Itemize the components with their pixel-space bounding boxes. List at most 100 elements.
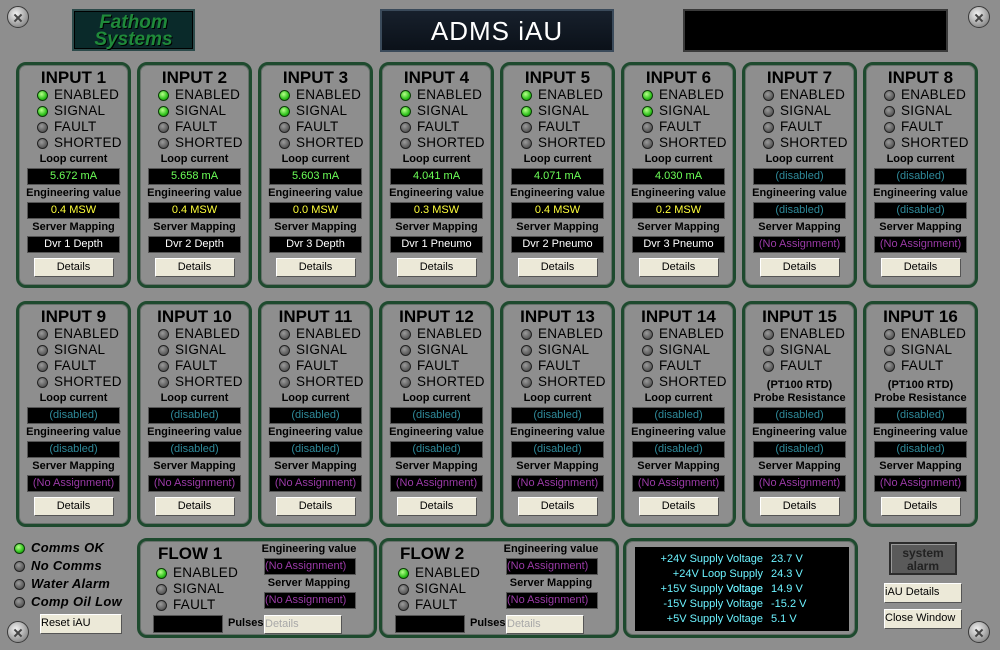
- server-mapping-label: Server Mapping: [153, 460, 236, 472]
- details-button[interactable]: Details: [638, 497, 719, 516]
- measure-value: 5.672 mA: [27, 168, 120, 185]
- details-button[interactable]: Details: [154, 258, 235, 277]
- led-on-icon: [279, 89, 290, 101]
- details-button[interactable]: Details: [275, 497, 356, 516]
- signal-indicator: SIGNAL: [503, 342, 612, 358]
- server-mapping-label: Server Mapping: [395, 460, 478, 472]
- fault-indicator: FAULT: [140, 597, 238, 613]
- fault-indicator: FAULT: [624, 119, 733, 135]
- server-mapping-label: Server Mapping: [32, 460, 115, 472]
- engineering-value-label: Engineering value: [26, 187, 121, 199]
- details-button[interactable]: Details: [33, 497, 114, 516]
- details-button[interactable]: Details: [517, 497, 598, 516]
- measure-label: Loop current: [644, 153, 713, 165]
- led-off-icon: [400, 376, 411, 388]
- voltage-label: +24V Loop Supply Voltage: [672, 568, 763, 595]
- close-window-button[interactable]: Close Window: [884, 609, 962, 629]
- details-button[interactable]: Details: [638, 258, 719, 277]
- server-mapping-label: Server Mapping: [758, 460, 841, 472]
- details-button[interactable]: Details: [33, 258, 114, 277]
- measure-label: Loop current: [765, 153, 834, 165]
- measure-value: (disabled): [632, 407, 725, 424]
- measure-value: (disabled): [148, 407, 241, 424]
- enabled-indicator: ENABLED: [140, 565, 238, 581]
- server-mapping-label: Server Mapping: [879, 460, 962, 472]
- water-alarm-indicator: Water Alarm: [14, 575, 134, 593]
- flow-title: FLOW 1: [158, 544, 223, 563]
- led-off-icon: [37, 137, 48, 149]
- input-title: INPUT 8: [887, 68, 954, 87]
- voltage-value: 23.7 V: [771, 553, 803, 565]
- led-on-icon: [37, 105, 48, 117]
- details-button[interactable]: Details: [517, 258, 598, 277]
- details-button[interactable]: Details: [759, 258, 840, 277]
- engineering-value-label: Engineering value: [752, 187, 847, 199]
- measure-label: Loop current: [281, 392, 350, 404]
- measure-label: Loop current: [644, 392, 713, 404]
- server-mapping-label: Server Mapping: [395, 221, 478, 233]
- led-off-icon: [400, 328, 411, 340]
- signal-indicator: SIGNAL: [382, 103, 491, 119]
- system-alarm-indicator: system alarm: [889, 542, 957, 575]
- details-button[interactable]: Details: [396, 497, 477, 516]
- led-off-icon: [400, 137, 411, 149]
- enabled-indicator: ENABLED: [382, 565, 480, 581]
- details-button[interactable]: Details: [264, 615, 342, 634]
- input-title: INPUT 16: [883, 307, 958, 326]
- input-title: INPUT 2: [161, 68, 228, 87]
- enabled-indicator: ENABLED: [745, 326, 854, 342]
- signal-indicator: SIGNAL: [745, 103, 854, 119]
- led-off-icon: [37, 344, 48, 356]
- signal-indicator: SIGNAL: [382, 581, 480, 597]
- engineering-value: (disabled): [390, 441, 483, 458]
- status-display: [683, 9, 948, 52]
- signal-indicator: SIGNAL: [261, 103, 370, 119]
- iau-details-button[interactable]: iAU Details: [884, 583, 962, 603]
- details-button[interactable]: Details: [880, 497, 961, 516]
- engineering-value: 0.4 MSW: [511, 202, 604, 219]
- measure-value: (disabled): [874, 407, 967, 424]
- led-on-icon: [158, 89, 169, 101]
- led-off-icon: [763, 89, 774, 101]
- details-button[interactable]: Details: [759, 497, 840, 516]
- server-mapping-value: (No Assignment): [753, 475, 846, 492]
- input-title: INPUT 15: [762, 307, 837, 326]
- details-button[interactable]: Details: [880, 258, 961, 277]
- measure-label: Loop current: [402, 392, 471, 404]
- engineering-value-label: Engineering value: [631, 426, 726, 438]
- voltage-label: +24V Supply Voltage: [660, 553, 763, 565]
- led-off-icon: [14, 560, 25, 572]
- window-title: ADMS iAU: [380, 9, 614, 52]
- led-off-icon: [158, 360, 169, 372]
- details-button[interactable]: Details: [275, 258, 356, 277]
- engineering-value: (disabled): [874, 202, 967, 219]
- server-mapping-label: Server Mapping: [758, 221, 841, 233]
- details-button[interactable]: Details: [506, 615, 584, 634]
- reset-iau-button[interactable]: Reset iAU: [40, 614, 122, 634]
- shorted-indicator: SHORTED: [866, 135, 975, 151]
- voltage-row: -15V Supply Voltage-15.2 V: [635, 597, 849, 612]
- server-mapping-label: Server Mapping: [153, 221, 236, 233]
- fault-indicator: FAULT: [745, 119, 854, 135]
- server-mapping-value: Dvr 2 Depth: [148, 236, 241, 253]
- fault-indicator: FAULT: [503, 358, 612, 374]
- pulses-display: [153, 615, 223, 633]
- details-button[interactable]: Details: [396, 258, 477, 277]
- engineering-value: (disabled): [753, 441, 846, 458]
- server-mapping-value: (No Assignment): [511, 475, 604, 492]
- voltage-value: 24.3 V: [771, 568, 803, 580]
- enabled-indicator: ENABLED: [866, 87, 975, 103]
- details-button[interactable]: Details: [154, 497, 235, 516]
- led-on-icon: [642, 105, 653, 117]
- flow-title: FLOW 2: [400, 544, 465, 563]
- measure-value: (disabled): [753, 168, 846, 185]
- shorted-indicator: SHORTED: [503, 135, 612, 151]
- measure-value: (disabled): [27, 407, 120, 424]
- server-mapping-label: Server Mapping: [637, 460, 720, 472]
